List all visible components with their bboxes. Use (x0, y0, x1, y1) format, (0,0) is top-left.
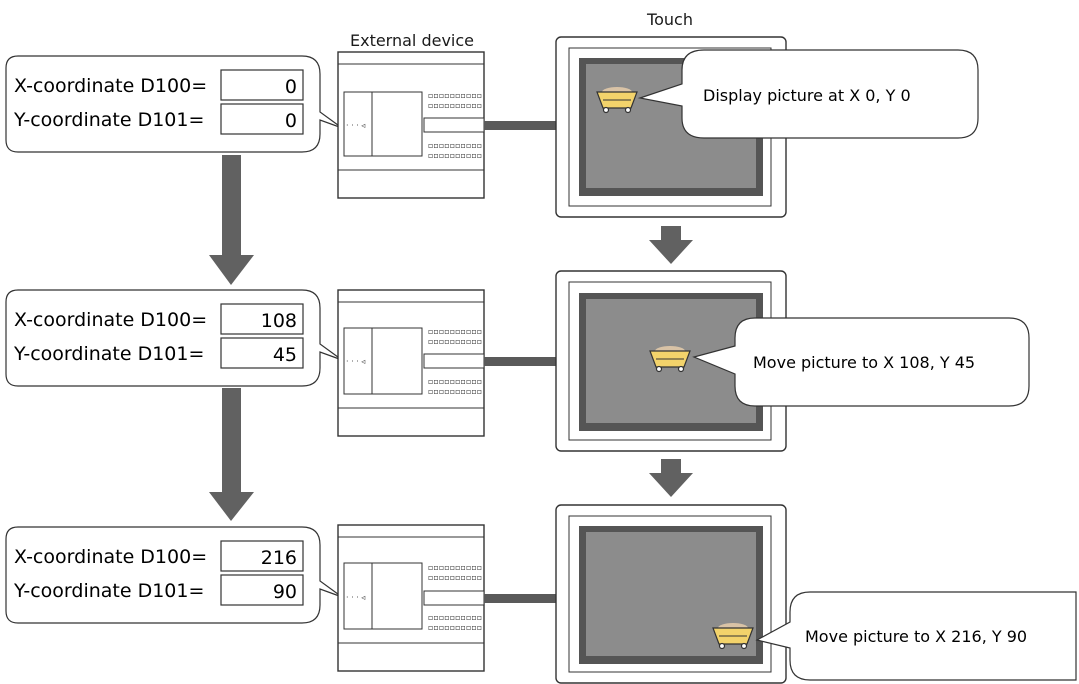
register-callout: X-coordinate D100= Y-coordinate D101= 10… (5, 289, 343, 387)
stage-1: X-coordinate D100= Y-coordinate D101= 0 … (5, 36, 979, 218)
svg-text:· · · ◃: · · · ◃ (346, 593, 365, 602)
stage-3: X-coordinate D100= Y-coordinate D101= 21… (5, 504, 1077, 684)
flow-arrow-left-2 (209, 388, 254, 521)
external-device-plc: ▫▫▫▫▫▫▫▫▫▫ ▫▫▫▫▫▫▫▫▫▫ ▫▫▫▫▫▫▫▫▫▫ ▫▫▫▫▫▫▫… (337, 289, 485, 437)
svg-text:· · · ◃: · · · ◃ (346, 357, 365, 366)
y-value: 0 (285, 110, 297, 132)
svg-text:▫▫▫▫▫▫▫▫▫▫: ▫▫▫▫▫▫▫▫▫▫ (428, 141, 482, 150)
external-device-plc: ▫▫▫▫▫▫▫▫▫▫ ▫▫▫▫▫▫▫▫▫▫ ▫▫▫▫▫▫▫▫▫▫ ▫▫▫▫▫▫▫… (337, 51, 485, 199)
svg-text:▫▫▫▫▫▫▫▫▫▫: ▫▫▫▫▫▫▫▫▫▫ (428, 337, 482, 346)
x-value: 0 (285, 76, 297, 98)
y-value-box (220, 103, 304, 135)
cable (484, 357, 556, 366)
callout-text: Display picture at X 0, Y 0 (703, 86, 911, 105)
x-value-box (220, 303, 304, 335)
cart-picture-icon (649, 346, 691, 373)
message-callout: Display picture at X 0, Y 0 (637, 49, 979, 139)
callout-text: Move picture to X 108, Y 45 (753, 353, 975, 372)
x-value: 216 (261, 547, 297, 569)
cart-picture-icon (596, 87, 638, 114)
y-coordinate-label: Y-coordinate D101= (13, 109, 204, 131)
svg-text:▫▫▫▫▫▫▫▫▫▫: ▫▫▫▫▫▫▫▫▫▫ (428, 101, 482, 110)
svg-text:▫▫▫▫▫▫▫▫▫▫: ▫▫▫▫▫▫▫▫▫▫ (428, 91, 482, 100)
x-value: 108 (261, 310, 297, 332)
y-value-box (220, 574, 304, 606)
register-callout: X-coordinate D100= Y-coordinate D101= 21… (5, 526, 343, 624)
x-coordinate-label: X-coordinate D100= (14, 75, 207, 97)
svg-text:▫▫▫▫▫▫▫▫▫▫: ▫▫▫▫▫▫▫▫▫▫ (428, 623, 482, 632)
flow-arrow-left-1 (209, 155, 254, 285)
y-value-box (220, 337, 304, 369)
y-coordinate-label: Y-coordinate D101= (13, 343, 204, 365)
x-value-box (220, 69, 304, 101)
svg-text:· · · ◃: · · · ◃ (346, 121, 365, 130)
svg-text:▫▫▫▫▫▫▫▫▫▫: ▫▫▫▫▫▫▫▫▫▫ (428, 327, 482, 336)
flow-arrow-right-2 (649, 459, 693, 497)
stage-2: X-coordinate D100= Y-coordinate D101= 10… (5, 270, 1030, 452)
cable (484, 121, 556, 130)
x-coordinate-label: X-coordinate D100= (14, 309, 207, 331)
y-value: 45 (273, 344, 297, 366)
cable (484, 594, 556, 603)
message-callout: Move picture to X 216, Y 90 (755, 591, 1077, 681)
x-coordinate-label: X-coordinate D100= (14, 546, 207, 568)
svg-text:▫▫▫▫▫▫▫▫▫▫: ▫▫▫▫▫▫▫▫▫▫ (428, 613, 482, 622)
flow-arrow-right-1 (649, 226, 693, 264)
callout-text: Move picture to X 216, Y 90 (805, 627, 1027, 646)
touch-panel (555, 504, 787, 684)
y-value: 90 (273, 581, 297, 603)
x-value-box (220, 540, 304, 572)
external-device-header: External device (350, 31, 474, 50)
svg-text:▫▫▫▫▫▫▫▫▫▫: ▫▫▫▫▫▫▫▫▫▫ (428, 387, 482, 396)
y-coordinate-label: Y-coordinate D101= (13, 580, 204, 602)
svg-text:▫▫▫▫▫▫▫▫▫▫: ▫▫▫▫▫▫▫▫▫▫ (428, 377, 482, 386)
register-callout: X-coordinate D100= Y-coordinate D101= 0 … (5, 55, 343, 153)
touch-panel-header: Touch (646, 10, 693, 29)
svg-text:▫▫▫▫▫▫▫▫▫▫: ▫▫▫▫▫▫▫▫▫▫ (428, 151, 482, 160)
external-device-plc: ▫▫▫▫▫▫▫▫▫▫ ▫▫▫▫▫▫▫▫▫▫ ▫▫▫▫▫▫▫▫▫▫ ▫▫▫▫▫▫▫… (337, 524, 485, 672)
cart-picture-icon (712, 623, 754, 650)
svg-text:▫▫▫▫▫▫▫▫▫▫: ▫▫▫▫▫▫▫▫▫▫ (428, 563, 482, 572)
svg-text:▫▫▫▫▫▫▫▫▫▫: ▫▫▫▫▫▫▫▫▫▫ (428, 573, 482, 582)
message-callout: Move picture to X 108, Y 45 (692, 317, 1030, 407)
